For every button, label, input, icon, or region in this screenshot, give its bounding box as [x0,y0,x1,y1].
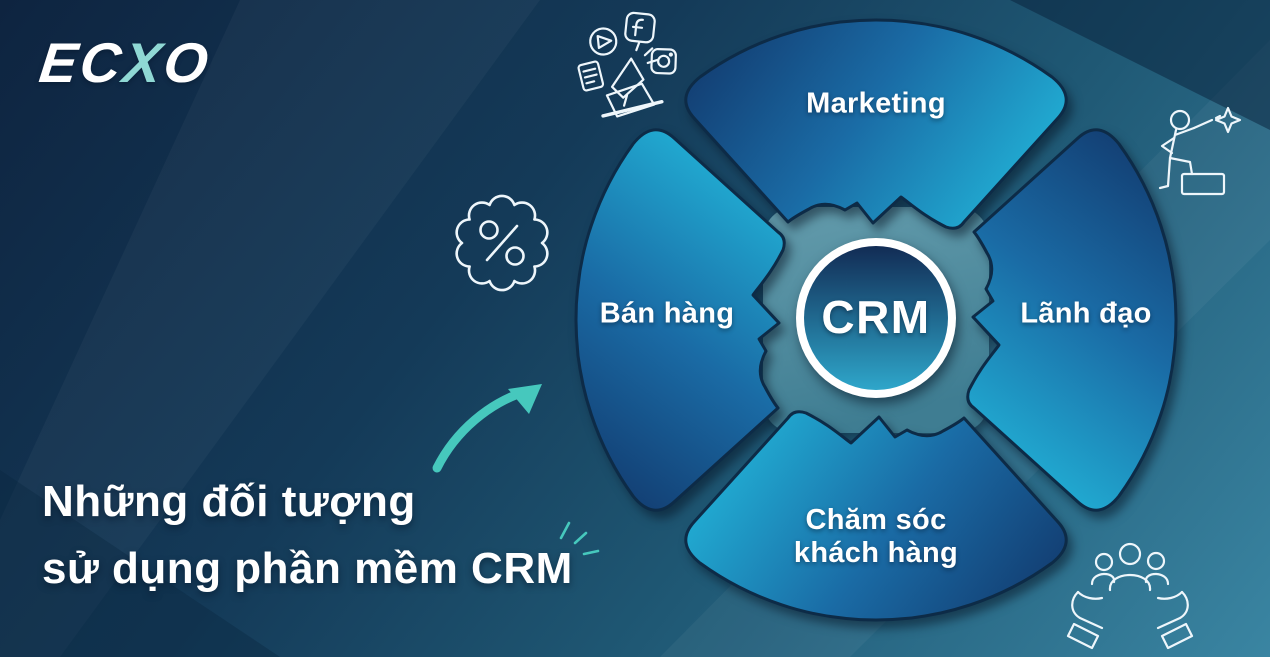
logo-ec: EC [36,31,128,94]
ecxo-logo: ECXO [36,30,215,95]
crm-center-label: CRM [821,291,931,343]
segment-label-leadership: Lãnh đạo [1020,297,1152,330]
page-title-line1: Những đối tượng [42,477,416,526]
leadership-star-icon [1158,106,1242,196]
segment-label-customer-care-line2: khách hàng [793,537,959,569]
segment-label-customer-care: Chăm sóc khách hàng [746,504,1006,570]
discount-badge-icon [455,194,549,292]
social-media-marketing-icon [577,11,677,118]
page-title-line2: sử dụng phần mềm CRM [42,544,573,593]
segment-marketing-shape [684,18,1068,230]
segment-label-sales: Bán hàng [599,297,735,330]
sparkle-accent-icon [559,521,600,556]
page-title: Những đối tượng sử dụng phần mềm CRM [42,468,573,602]
arrow-doodle-icon [432,384,542,473]
logo-o: O [160,31,215,94]
segment-label-marketing: Marketing [806,87,946,120]
customer-care-hands-icon [1066,542,1194,650]
crm-center-circle [796,238,956,398]
segment-label-customer-care-line1: Chăm sóc [805,504,947,536]
